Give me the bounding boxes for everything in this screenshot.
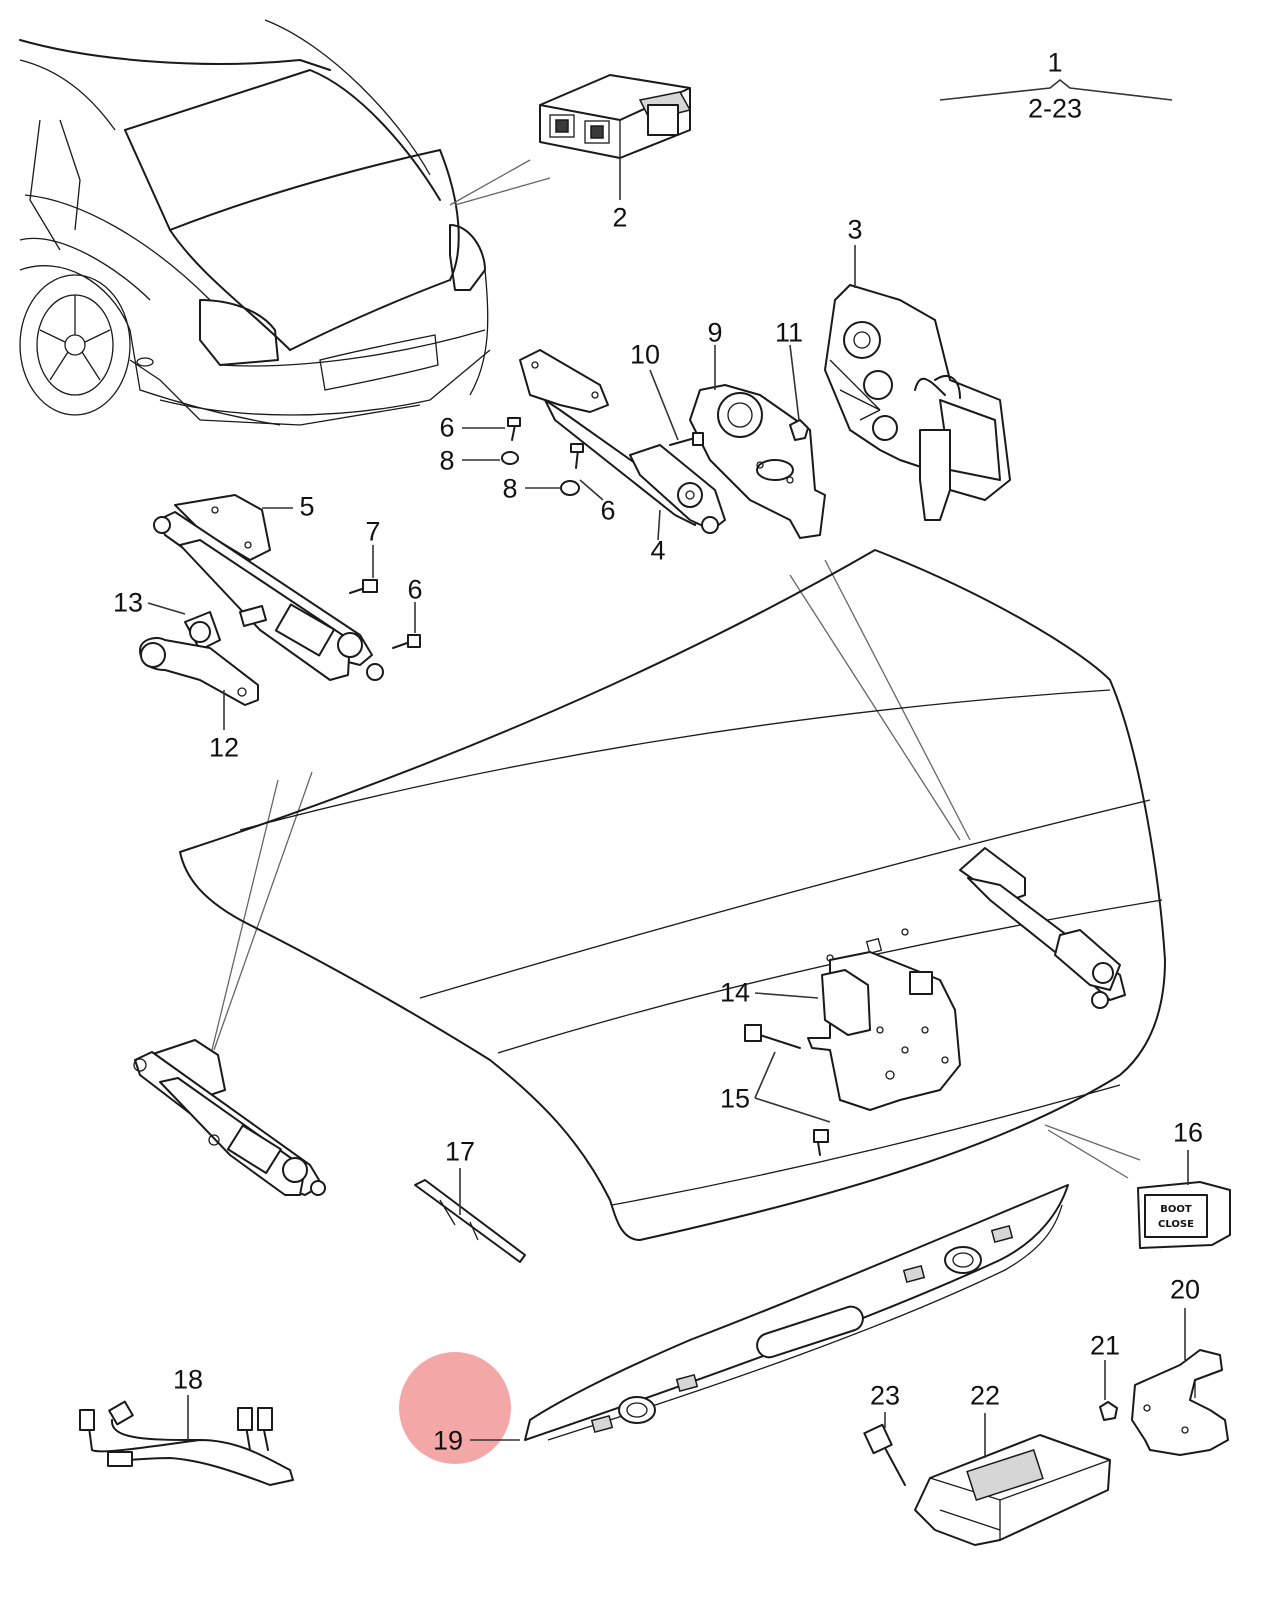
part-18-wiring-harness[interactable] — [79, 1395, 294, 1486]
callout-10[interactable]: 10 — [629, 339, 661, 370]
callout-21[interactable]: 21 — [1089, 1330, 1121, 1361]
part-21-nut[interactable] — [1099, 1360, 1118, 1421]
callout-9[interactable]: 9 — [707, 317, 723, 348]
part-9-bracket[interactable] — [689, 345, 826, 539]
callout-12[interactable]: 12 — [208, 732, 240, 763]
part-14-lock-actuator[interactable] — [754, 951, 961, 1111]
ray-hinge-left-b — [213, 771, 313, 1051]
part-5-hinge[interactable] — [153, 494, 384, 681]
part-4-arm[interactable] — [519, 349, 726, 541]
part-23-bolt[interactable] — [863, 1412, 906, 1486]
part-20-bracket[interactable] — [1131, 1308, 1229, 1456]
part-7-bolt[interactable] — [349, 545, 378, 594]
callout-17[interactable]: 17 — [444, 1136, 476, 1167]
callout-8-upper[interactable]: 8 — [439, 445, 455, 476]
callout-3[interactable]: 3 — [847, 214, 863, 245]
part-19-trim-panel[interactable] — [470, 1184, 1069, 1441]
part-3-motor[interactable] — [824, 245, 1011, 521]
part-2-control-module[interactable] — [539, 74, 692, 200]
ray-hinge-right-b — [824, 559, 971, 841]
switch-label-boot: BOOT — [1160, 1204, 1192, 1215]
callout-15[interactable]: 15 — [719, 1083, 751, 1114]
part-8-cap-middle[interactable] — [525, 479, 604, 501]
part-6-bolt-middle[interactable] — [570, 443, 584, 469]
callout-4[interactable]: 4 — [650, 535, 666, 566]
part-10-bolt[interactable] — [649, 369, 704, 446]
callout-group-top[interactable]: 1 — [1047, 47, 1063, 78]
boot-lid-hinge-right — [959, 847, 1126, 1009]
callout-18[interactable]: 18 — [172, 1364, 204, 1395]
part-8-cap-upper[interactable] — [462, 451, 519, 465]
highlight-marker-19[interactable] — [399, 1352, 511, 1464]
callout-group-range[interactable]: 2-23 — [1027, 93, 1083, 124]
part-11-nut[interactable] — [789, 344, 809, 441]
callout-6-lower[interactable]: 6 — [407, 574, 423, 605]
part-6-bolt-lower[interactable] — [392, 602, 421, 649]
car-rear-view — [19, 19, 551, 426]
callout-13[interactable]: 13 — [112, 587, 144, 618]
callout-19[interactable]: 19 — [432, 1425, 464, 1456]
callout-22[interactable]: 22 — [969, 1380, 1001, 1411]
part-17-seal-strip[interactable] — [414, 1168, 526, 1263]
part-15-bolts[interactable] — [744, 1024, 831, 1156]
callout-16[interactable]: 16 — [1172, 1117, 1204, 1148]
group-bracket — [939, 78, 1173, 101]
ray-hinge-left-a — [211, 779, 279, 1051]
callout-14[interactable]: 14 — [719, 977, 751, 1008]
callout-20[interactable]: 20 — [1169, 1274, 1201, 1305]
part-13-pivot[interactable] — [147, 602, 221, 651]
switch-label-close: CLOSE — [1158, 1219, 1194, 1230]
callout-7[interactable]: 7 — [365, 516, 381, 547]
part-22-control-unit[interactable] — [914, 1413, 1111, 1546]
part-16-boot-close-switch[interactable]: BOOT CLOSE — [1044, 1124, 1231, 1249]
part-12-lever[interactable] — [139, 637, 259, 730]
callout-23[interactable]: 23 — [869, 1380, 901, 1411]
ray-hinge-right-a — [789, 574, 961, 841]
callout-2[interactable]: 2 — [612, 202, 628, 233]
boot-lid-panel — [179, 549, 1166, 1241]
callout-6-upper[interactable]: 6 — [439, 412, 455, 443]
callout-11[interactable]: 11 — [774, 317, 804, 348]
callout-5[interactable]: 5 — [299, 491, 315, 522]
part-6-bolt-upper[interactable] — [462, 417, 521, 441]
boot-lid-hinge-left — [133, 1039, 326, 1196]
callout-6-middle[interactable]: 6 — [600, 495, 616, 526]
callout-8-middle[interactable]: 8 — [502, 473, 518, 504]
